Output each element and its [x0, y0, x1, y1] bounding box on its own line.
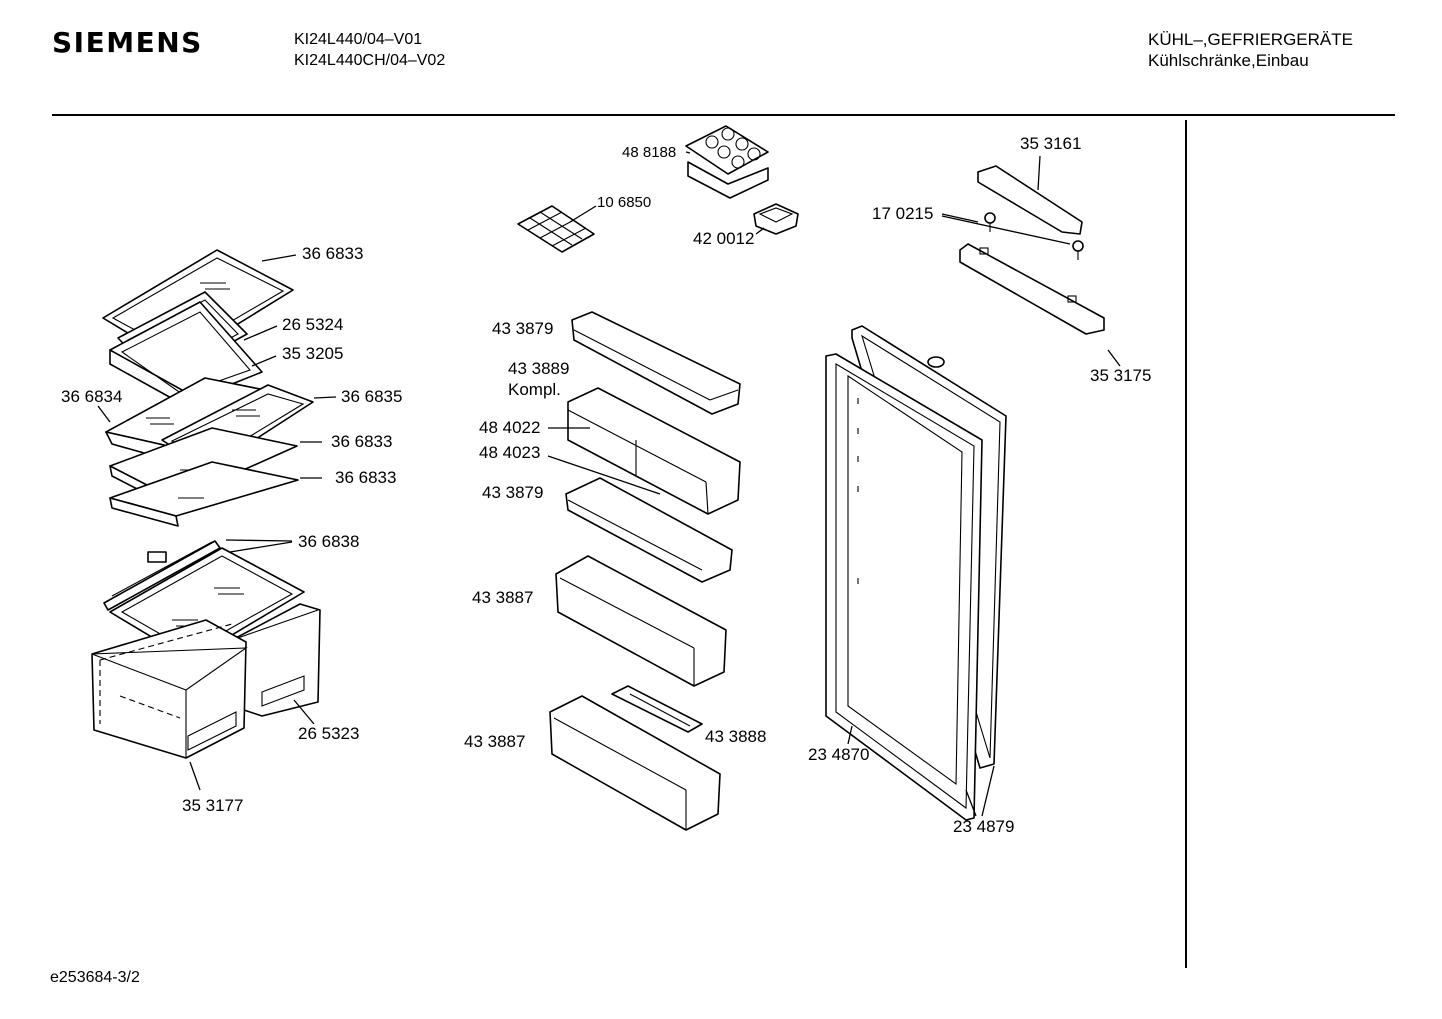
door-gasket-234870	[825, 353, 983, 821]
part-label: 35 3205	[282, 344, 344, 363]
part-label: 43 3879	[492, 319, 554, 338]
door-trim-353161	[977, 165, 1083, 235]
egg-tray-488188	[685, 125, 769, 199]
brand-logo: SIEMENS	[52, 26, 203, 59]
ice-tray-106850	[517, 205, 595, 253]
side-rule	[1185, 120, 1187, 968]
part-label: 23 4879	[953, 817, 1015, 836]
crisper-drawer-right	[231, 603, 321, 717]
part-label: 36 6834	[61, 387, 123, 406]
bottle-holder-433888	[611, 685, 703, 733]
crisper-drawer-left	[91, 619, 248, 759]
part-label: 10 6850	[597, 194, 652, 211]
model-line-2: KI24L440CH/04–V02	[294, 52, 446, 69]
part-label: 43 3887	[472, 588, 534, 607]
door-bin-433889-complete	[567, 387, 741, 515]
part-label: 43 3888	[705, 727, 767, 746]
part-label: 36 6833	[302, 244, 364, 263]
model-line-1: KI24L440/04–V01	[294, 31, 423, 48]
part-label: 23 4870	[808, 745, 870, 764]
part-label: 48 4022	[479, 418, 541, 437]
part-label: 48 4023	[479, 443, 541, 462]
part-label: 35 3177	[182, 796, 244, 815]
part-label: 43 3887	[464, 732, 526, 751]
part-label: 48 8188	[622, 144, 677, 161]
part-label: 26 5323	[298, 724, 360, 743]
crisper-cover-strip	[103, 540, 221, 611]
hinge-rail-353175	[959, 243, 1105, 335]
category-line-1: KÜHL–,GEFRIERGERÄTE	[1148, 30, 1353, 49]
drawing-id: e253684-3/2	[50, 969, 140, 986]
part-label: 42 0012	[693, 229, 755, 248]
door-bin-433879-top	[571, 311, 741, 415]
part-label: Kompl.	[508, 380, 561, 399]
part-label: 26 5324	[282, 315, 344, 334]
part-label: 36 6833	[331, 432, 393, 451]
glass-shelf-lower-2	[109, 461, 299, 527]
door-bin-433879-middle	[565, 477, 733, 583]
door-bin-433887-upper	[555, 555, 727, 687]
part-label: 43 3889	[508, 359, 570, 378]
part-label: 36 6833	[335, 468, 397, 487]
screw-170215	[984, 212, 1084, 260]
part-label: 35 3161	[1020, 134, 1082, 153]
header-rule	[52, 114, 1395, 116]
part-label: 35 3175	[1090, 366, 1152, 385]
part-label: 36 6838	[298, 532, 360, 551]
category-line-2: Kühlschränke,Einbau	[1148, 51, 1309, 70]
door-bin-433887-lower	[549, 695, 721, 831]
butter-dish-420012	[753, 203, 799, 235]
shelf-tray-353205	[109, 301, 263, 405]
part-label: 36 6835	[341, 387, 403, 406]
part-label: 43 3879	[482, 483, 544, 502]
part-label: 17 0215	[872, 204, 934, 223]
